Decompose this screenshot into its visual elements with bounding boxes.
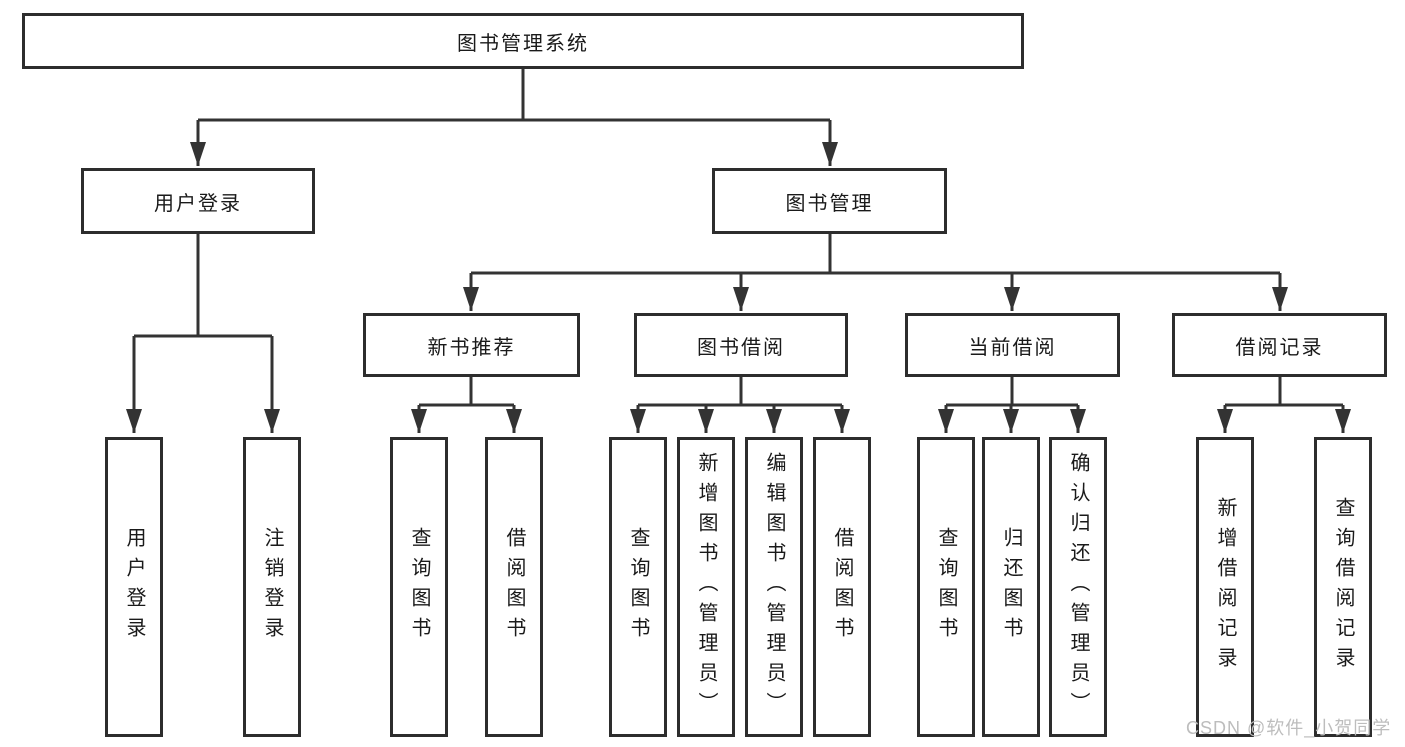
node-new-book-recommendation: 新书推荐	[363, 313, 580, 377]
leaf-query-books: 查询图书	[917, 437, 975, 737]
leaf-label: 归还图书	[1000, 527, 1022, 647]
node-label: 用户登录	[154, 192, 242, 215]
leaf-label: 查询图书	[408, 527, 430, 647]
node-label: 新书推荐	[427, 336, 516, 359]
leaf-label: 确认归还（管理员）	[1067, 452, 1089, 722]
leaf-add-borrowing-record: 新增借阅记录	[1196, 437, 1254, 737]
node-book-management: 图书管理	[712, 168, 947, 234]
leaf-return-books: 归还图书	[982, 437, 1040, 737]
leaf-confirm-return-admin: 确认归还（管理员）	[1049, 437, 1107, 737]
node-borrowing-records: 借阅记录	[1172, 313, 1387, 377]
node-label: 图书管理	[785, 192, 874, 215]
node-label: 借阅记录	[1235, 336, 1324, 359]
leaf-borrow-books: 借阅图书	[813, 437, 871, 737]
node-user-login: 用户登录	[81, 168, 315, 234]
leaf-label: 查询借阅记录	[1332, 497, 1354, 677]
node-label: 图书管理系统	[457, 32, 589, 55]
leaf-label: 编辑图书（管理员）	[763, 452, 785, 722]
leaf-query-borrowing-record: 查询借阅记录	[1314, 437, 1372, 737]
leaf-query-books: 查询图书	[609, 437, 667, 737]
node-book-borrowing: 图书借阅	[634, 313, 848, 377]
leaf-edit-book-admin: 编辑图书（管理员）	[745, 437, 803, 737]
leaf-label: 新增借阅记录	[1214, 497, 1236, 677]
leaf-label: 查询图书	[627, 527, 649, 647]
leaf-label: 借阅图书	[503, 527, 525, 647]
leaf-logout: 注销登录	[243, 437, 301, 737]
node-label: 当前借阅	[968, 336, 1057, 359]
leaf-add-book-admin: 新增图书（管理员）	[677, 437, 735, 737]
leaf-label: 注销登录	[261, 527, 283, 647]
leaf-label: 新增图书（管理员）	[695, 452, 717, 722]
node-label: 图书借阅	[697, 336, 785, 359]
node-current-borrowing: 当前借阅	[905, 313, 1120, 377]
leaf-borrow-books: 借阅图书	[485, 437, 543, 737]
leaf-label: 借阅图书	[831, 527, 853, 647]
leaf-query-books: 查询图书	[390, 437, 448, 737]
leaf-label: 用户登录	[123, 527, 145, 647]
leaf-label: 查询图书	[935, 527, 957, 647]
csdn-watermark: CSDN @软件_小贺同学	[1186, 718, 1392, 738]
node-library-management-system: 图书管理系统	[22, 13, 1024, 69]
leaf-user-login: 用户登录	[105, 437, 163, 737]
